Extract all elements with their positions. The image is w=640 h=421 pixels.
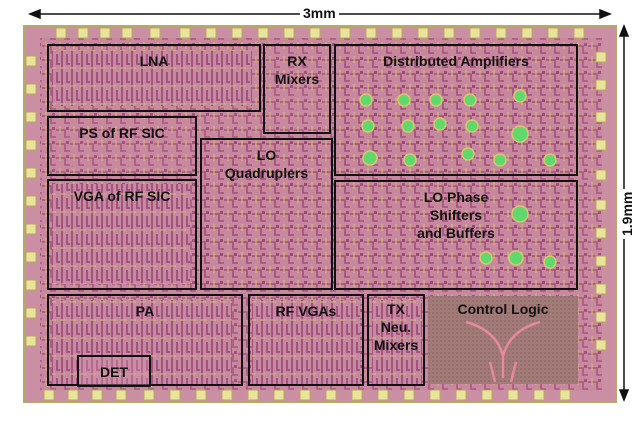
block-lo-quadruplers: LO Quadruplers bbox=[200, 138, 333, 290]
block-label-rf-vgas: RF VGAs bbox=[275, 303, 337, 319]
block-lna: LNA bbox=[47, 44, 261, 112]
width-dimension-label: 3mm bbox=[300, 5, 339, 21]
block-label-lna: LNA bbox=[139, 53, 169, 69]
block-label-distributed-amplifiers: Distributed Amplifiers bbox=[383, 53, 529, 69]
block-rx-mixers: RX Mixers bbox=[263, 44, 331, 134]
block-label-vga-rf-sic: VGA of RF SIC bbox=[73, 188, 171, 204]
block-label-control-logic: Control Logic bbox=[457, 301, 549, 317]
block-tx-neu-mixers: TX Neu. Mixers bbox=[367, 294, 425, 386]
block-ps-rf-sic: PS of RF SIC bbox=[47, 116, 197, 176]
block-distributed-amplifiers: Distributed Amplifiers bbox=[334, 44, 578, 176]
block-lo-phase-shifters: LO Phase Shifters and Buffers bbox=[334, 180, 578, 290]
block-label-rx-mixers: RX Mixers bbox=[274, 53, 320, 87]
block-vga-rf-sic: VGA of RF SIC bbox=[47, 179, 197, 290]
block-label-ps-rf-sic: PS of RF SIC bbox=[79, 125, 165, 141]
block-rf-vgas: RF VGAs bbox=[248, 294, 364, 386]
block-label-pa: PA bbox=[135, 303, 155, 319]
block-label-tx-neu-mixers: TX Neu. Mixers bbox=[373, 301, 419, 353]
block-det: DET bbox=[77, 355, 151, 387]
block-control-logic: Control Logic bbox=[428, 294, 578, 386]
block-label-lo-quadruplers: LO Quadruplers bbox=[224, 147, 309, 181]
height-dimension-label: 1.9mm bbox=[619, 189, 635, 239]
block-label-lo-phase-shifters: LO Phase Shifters and Buffers bbox=[417, 189, 495, 241]
block-label-det: DET bbox=[100, 364, 128, 380]
